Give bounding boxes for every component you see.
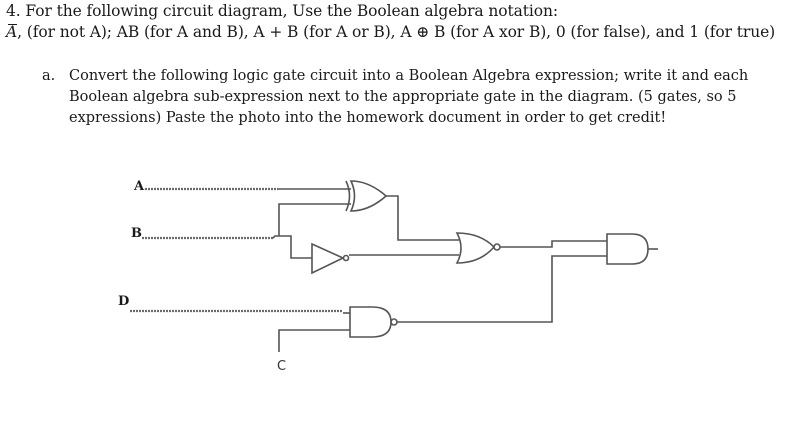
or-description: A + B (for A or B), (253, 23, 401, 41)
input-label-b: B (131, 226, 142, 241)
wire-c (278, 329, 350, 352)
question-title: 4. For the following circuit diagram, Us… (6, 2, 558, 20)
instruction-line-1: Convert the following logic gate circuit… (69, 68, 749, 84)
part-a-instructions: Convert the following logic gate circuit… (69, 66, 769, 129)
nor-gate (455, 232, 501, 264)
xor-description: A ⊕ B (for A xor B), (400, 23, 556, 41)
and-description: AB (for A and B), (116, 23, 254, 41)
xor-gate (345, 180, 388, 212)
wire-d (130, 309, 350, 314)
input-label-c: C (277, 359, 286, 374)
input-label-d: D (118, 294, 129, 309)
nand-gate (349, 306, 398, 338)
instruction-line-2: Boolean algebra sub-expression next to t… (69, 89, 737, 105)
wire-nand-out (397, 255, 607, 323)
true-description: and 1 (for true) (655, 23, 776, 41)
wire-xor-out (386, 195, 459, 241)
not-description: , (for not A); (17, 23, 117, 41)
question-number: 4. (6, 2, 21, 20)
and-gate (606, 233, 649, 265)
notation-line: A, (for not A); AB (for A and B), A + B … (6, 23, 775, 41)
a-bar-symbol: A (6, 23, 18, 41)
wire-b (142, 203, 351, 259)
wire-nor-out (500, 240, 607, 248)
question-title-text: For the following circuit diagram, Use t… (25, 2, 559, 20)
input-label-a: A (133, 179, 145, 194)
instruction-line-3: expressions) Paste the photo into the ho… (69, 110, 667, 126)
not-gate (311, 242, 350, 275)
part-a-label: a. (42, 68, 56, 84)
false-description: 0 (for false), (555, 23, 656, 41)
